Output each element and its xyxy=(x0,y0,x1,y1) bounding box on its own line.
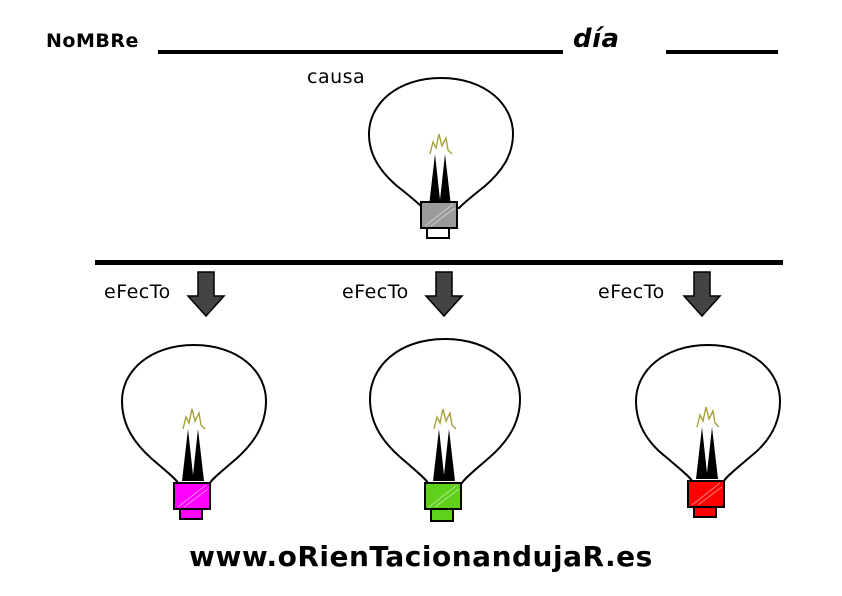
day-write-line[interactable] xyxy=(666,50,778,54)
name-label: NoMBRe xyxy=(46,30,139,52)
name-write-line[interactable] xyxy=(158,50,563,54)
day-label: día xyxy=(573,24,620,54)
cause-bulb-icon xyxy=(367,76,515,239)
effect-label-2: eFecTo xyxy=(342,281,409,303)
divider-line xyxy=(95,260,783,265)
cause-label: causa xyxy=(307,66,366,88)
arrow-down-icon xyxy=(186,271,226,318)
effect-bulb-2-icon xyxy=(368,337,522,522)
effect-label-1: eFecTo xyxy=(104,281,171,303)
footer-url: www.oRienTacionandujaR.es xyxy=(189,540,653,573)
arrow-down-icon xyxy=(682,271,722,318)
effect-cap-2 xyxy=(430,508,454,522)
effect-cap-1 xyxy=(179,508,203,520)
effect-label-3: eFecTo xyxy=(598,281,665,303)
effect-bulb-3-icon xyxy=(634,343,782,518)
arrow-down-icon xyxy=(424,271,464,318)
effect-cap-3 xyxy=(693,506,717,518)
effect-bulb-1-icon xyxy=(120,343,268,520)
